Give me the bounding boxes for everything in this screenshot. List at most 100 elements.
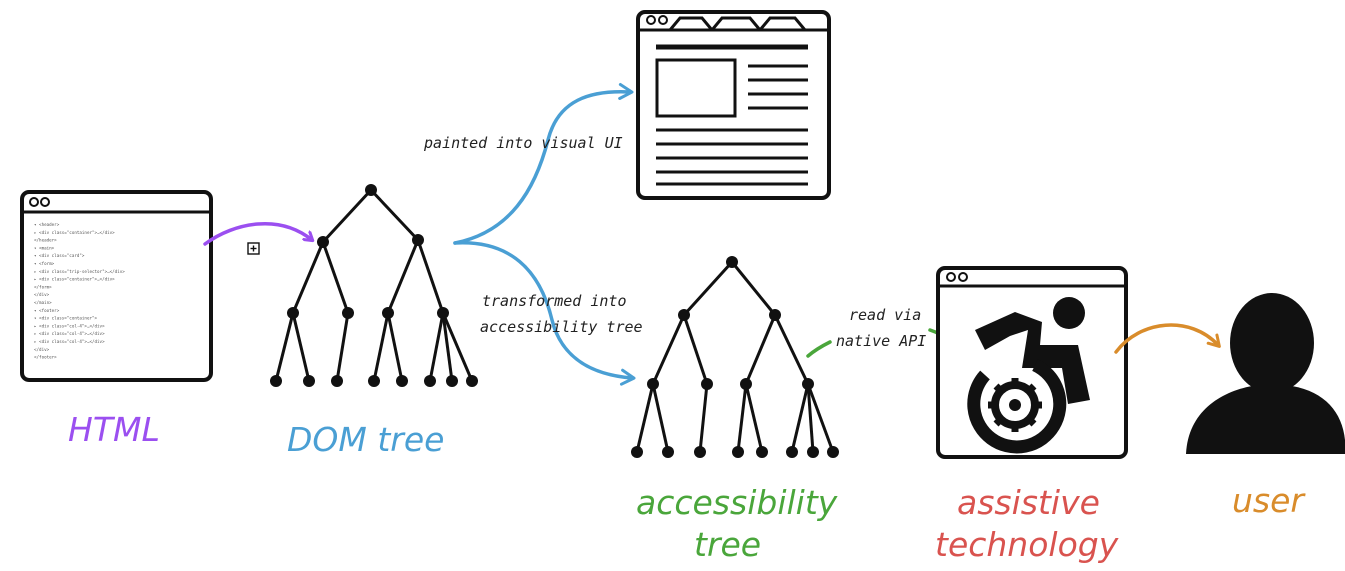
- tree-edge: [744, 383, 764, 453]
- tree-node: [437, 307, 449, 319]
- html-code-line: ▾ <div class="container">: [34, 316, 98, 321]
- tree-node: [726, 256, 738, 268]
- html-code-line: ▸ <div class="col-4">…</div>: [34, 331, 105, 336]
- html-code-line: ▾ <main>: [34, 245, 55, 250]
- html-code-line: ▸ <div class="trip-selector">…</div>: [34, 269, 125, 274]
- tree-edge: [651, 383, 670, 453]
- tree-edge: [369, 188, 420, 242]
- html-code-line: ▸ <div class="col-4">…</div>: [34, 323, 105, 328]
- tree-edge: [773, 314, 810, 385]
- painted-edge-label: painted into visual UI: [423, 134, 623, 152]
- tree-edge: [736, 383, 748, 453]
- tree-node: [769, 309, 781, 321]
- tree-node: [647, 378, 659, 390]
- html-code-line: </main>: [34, 300, 52, 305]
- tree-edge: [806, 383, 815, 453]
- tree-node: [317, 236, 329, 248]
- image-placeholder: [655, 58, 737, 118]
- user-label: user: [1232, 481, 1306, 520]
- html-code-line: </div>: [34, 347, 50, 352]
- tree-node: [365, 184, 377, 196]
- tree-edge: [386, 312, 404, 382]
- tree-edge: [441, 312, 474, 382]
- html-code-line: </footer>: [34, 355, 57, 360]
- tree-node: [678, 309, 690, 321]
- html-code-line: ▾ <form>: [34, 261, 55, 266]
- html-code-line: ▾ <header>: [34, 222, 60, 227]
- tree-node: [424, 375, 436, 387]
- tree-edge: [651, 314, 686, 385]
- html-label: HTML: [68, 410, 160, 449]
- html-code-line: ▸ <div class="container">…</div>: [34, 230, 115, 235]
- html-code-line: ▸ <div class="container">…</div>: [34, 277, 115, 282]
- window-dot-icon: [40, 197, 50, 207]
- dom-tree-label: DOM tree: [287, 420, 444, 459]
- tree-edge: [682, 314, 709, 385]
- visual-ui-window: [636, 10, 831, 200]
- tree-node: [270, 375, 282, 387]
- window-dot-icon: [29, 197, 39, 207]
- accessibility-tree-label-line1: accessibility: [636, 483, 838, 522]
- read-via-edge-label-line1: read via: [849, 306, 921, 324]
- tree-node: [786, 446, 798, 458]
- tree-edge: [335, 312, 350, 382]
- read-via-edge-label-line2: native API: [836, 332, 926, 350]
- html-window: ▾ <header> ▸ <div class="container">…</d…: [20, 190, 213, 382]
- tree-edge: [274, 312, 295, 382]
- assistive-technology-label-line2: technology: [935, 525, 1119, 564]
- tree-node: [827, 446, 839, 458]
- tree-edge: [416, 239, 445, 314]
- browser-tab-icon: [758, 16, 807, 31]
- tree-node: [466, 375, 478, 387]
- html-code-listing: ▾ <header> ▸ <div class="container">…</d…: [34, 222, 125, 360]
- window-dot-icon: [646, 15, 656, 25]
- tree-node: [382, 307, 394, 319]
- assistive-technology-window: [936, 266, 1128, 459]
- html-to-dom-arrow: [203, 222, 312, 246]
- window-dot-icon: [658, 15, 668, 25]
- html-code-line: ▾ <footer>: [34, 308, 60, 313]
- tree-node: [807, 446, 819, 458]
- tree-node: [331, 375, 343, 387]
- tree-node: [412, 234, 424, 246]
- tree-node: [662, 446, 674, 458]
- tree-edge: [372, 312, 390, 382]
- browser-tab-icon: [668, 16, 714, 31]
- html-code-line: </div>: [34, 292, 50, 297]
- html-code-line: </form>: [34, 284, 52, 289]
- tree-node: [732, 446, 744, 458]
- tree-edge: [291, 312, 311, 382]
- html-code-line: ▾ <div class="card">: [34, 253, 85, 258]
- expand-icon: [247, 242, 260, 255]
- accessibility-tree-graphic: [631, 256, 839, 458]
- wheelchair-icon: [967, 297, 1090, 454]
- tree-node: [396, 375, 408, 387]
- tree-edge: [790, 383, 810, 453]
- assistive-technology-label-line1: assistive: [957, 483, 1100, 522]
- tree-node: [368, 375, 380, 387]
- html-code-line: ▸ <div class="col-4">…</div>: [34, 339, 105, 344]
- tree-node: [287, 307, 299, 319]
- tree-node: [446, 375, 458, 387]
- tree-node: [802, 378, 814, 390]
- tree-node: [756, 446, 768, 458]
- tree-edge: [730, 261, 777, 316]
- window-dot-icon: [958, 272, 968, 282]
- transformed-arrow: [453, 241, 636, 386]
- tree-edge: [386, 239, 420, 314]
- tree-edge: [806, 383, 835, 453]
- tree-edge: [321, 188, 373, 244]
- tree-node: [694, 446, 706, 458]
- tree-node: [740, 378, 752, 390]
- tree-edge: [428, 312, 445, 382]
- tree-edge: [698, 383, 709, 453]
- dom-tree-graphic: [270, 184, 478, 387]
- html-code-line: </header>: [34, 238, 57, 243]
- person-silhouette-icon: [1186, 293, 1345, 454]
- accessibility-tree-label-line2: tree: [694, 525, 761, 564]
- tree-node: [342, 307, 354, 319]
- transformed-edge-label-line1: transformed into: [482, 292, 627, 310]
- window-dot-icon: [946, 272, 956, 282]
- read-via-arrow-segment: [806, 340, 832, 358]
